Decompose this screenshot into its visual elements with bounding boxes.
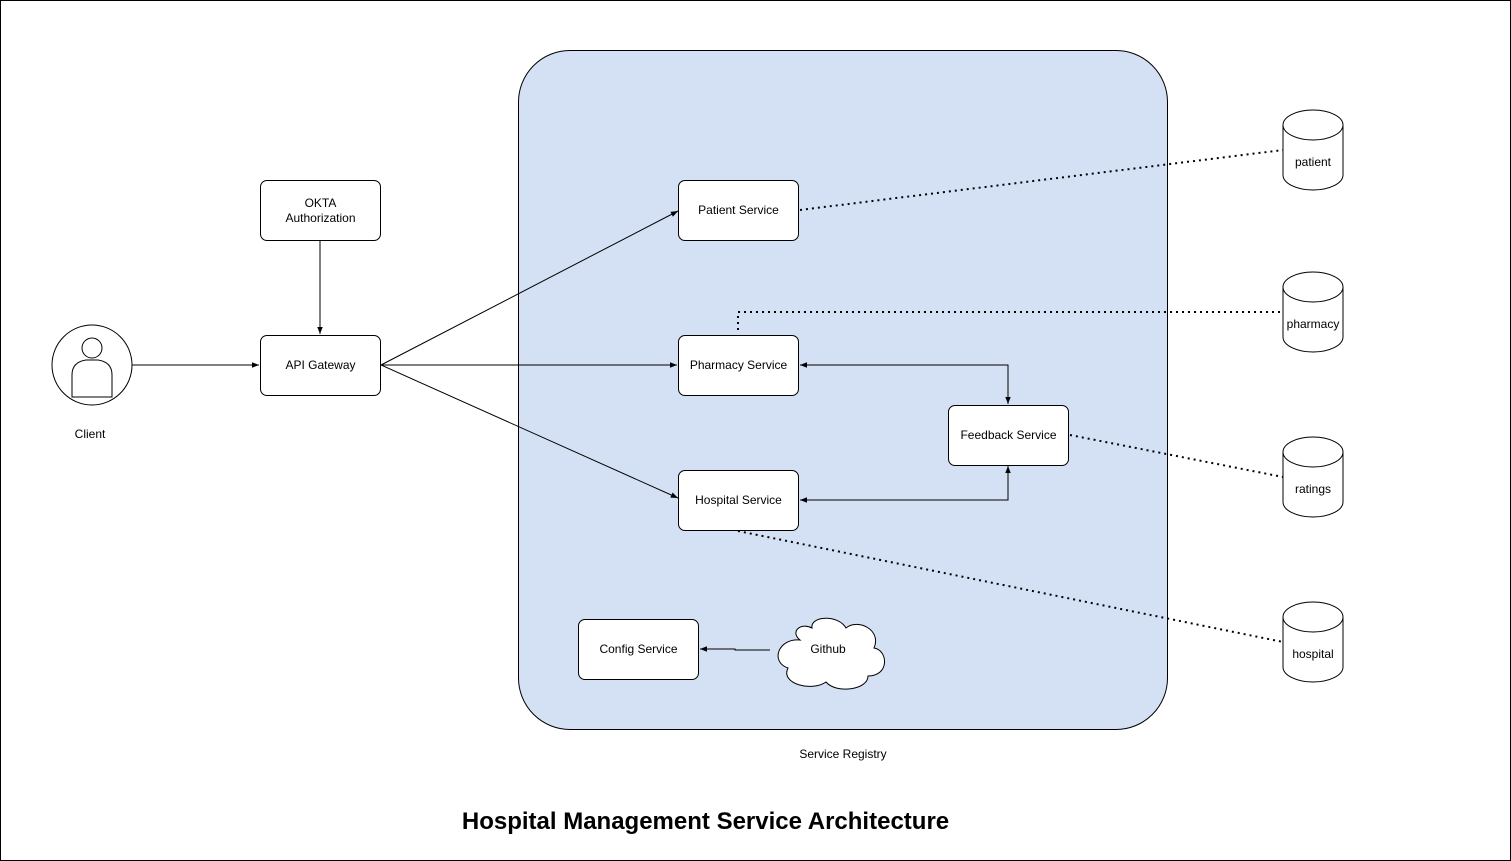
github-label: Github <box>810 642 846 656</box>
gateway-to-hospital-arrow <box>380 364 679 499</box>
service-registry-container <box>518 50 1168 730</box>
pharmacy-db-label: pharmacy <box>1286 317 1340 331</box>
diagram-title: Hospital Management Service Architecture <box>461 808 950 835</box>
okta-authorization-box[interactable]: OKTA Authorization <box>260 180 381 241</box>
patient-service-box[interactable]: Patient Service <box>678 180 799 241</box>
ratings-db-label: ratings <box>1294 482 1332 496</box>
service-registry-label: Service Registry <box>799 747 887 761</box>
hospital-service-box[interactable]: Hospital Service <box>678 470 799 531</box>
ratings-db-link <box>1069 434 1284 478</box>
patient-db-label: patient <box>1294 155 1332 169</box>
hospital-db-label: hospital <box>1292 647 1334 661</box>
feedback-service-box[interactable]: Feedback Service <box>948 405 1069 466</box>
api-gateway-box[interactable]: API Gateway <box>260 335 381 396</box>
client-user-icon[interactable] <box>51 324 133 406</box>
hospital-db-icon[interactable] <box>1282 601 1344 683</box>
pharmacy-service-box[interactable]: Pharmacy Service <box>678 335 799 396</box>
client-label: Client <box>74 427 106 441</box>
patient-db-icon[interactable] <box>1282 109 1344 191</box>
pharmacy-db-icon[interactable] <box>1282 271 1344 353</box>
patient-db-link <box>799 149 1284 211</box>
pharmacy-db-link <box>737 311 1283 330</box>
pharmacy-feedback-arrow <box>800 362 1011 404</box>
config-service-box[interactable]: Config Service <box>578 619 699 680</box>
hospital-db-link <box>737 530 1284 643</box>
github-cloud-icon[interactable] <box>777 617 885 690</box>
gateway-to-patient-arrow <box>380 210 679 366</box>
github-to-config-arrow <box>700 646 770 652</box>
hospital-feedback-arrow <box>800 466 1011 503</box>
ratings-db-icon[interactable] <box>1282 436 1344 518</box>
